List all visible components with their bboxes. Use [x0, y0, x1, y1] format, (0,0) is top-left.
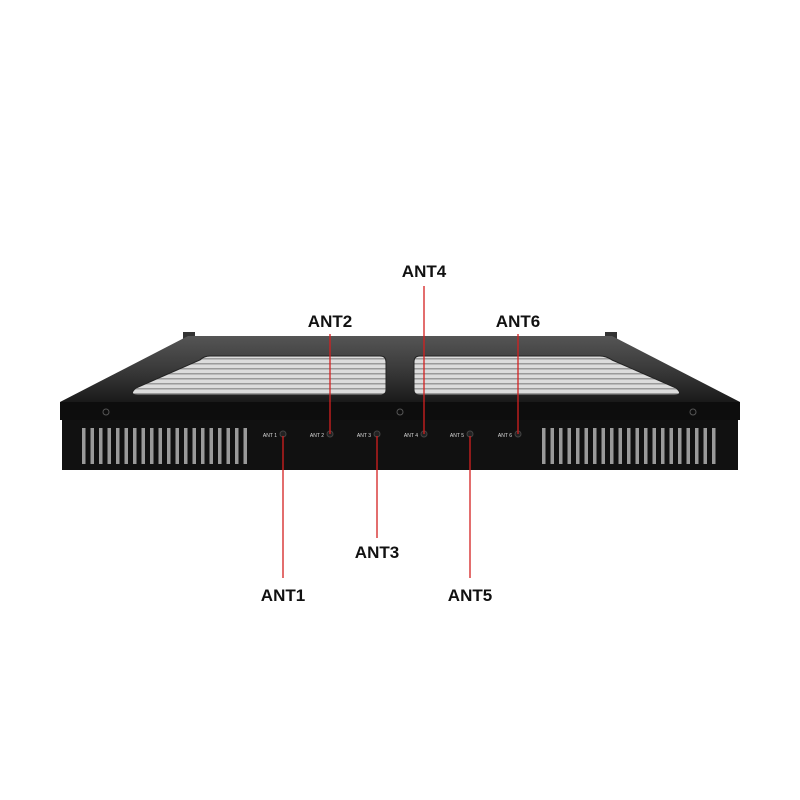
front-panel	[62, 420, 738, 470]
screw-icon	[689, 408, 697, 416]
vent-slot	[141, 428, 145, 464]
vent-slot	[695, 428, 699, 464]
heatsink-left	[132, 355, 387, 396]
vent-slot	[712, 428, 716, 464]
port-label: ANT 4	[404, 433, 418, 439]
vent-slot	[635, 428, 639, 464]
callout-ant1: ANT1	[260, 586, 306, 605]
vent-slot	[218, 428, 222, 464]
vent-slot	[601, 428, 605, 464]
vent-slot	[243, 428, 247, 464]
vent-slot	[116, 428, 120, 464]
vent-slot	[576, 428, 580, 464]
screw-icon	[396, 408, 404, 416]
callout-ant5: ANT5	[447, 586, 493, 605]
vent-slot	[184, 428, 188, 464]
vent-slots	[82, 428, 716, 464]
vent-slot	[567, 428, 571, 464]
callout-ant3: ANT3	[354, 543, 400, 562]
vent-slot	[661, 428, 665, 464]
vent-slot	[226, 428, 230, 464]
vent-slot	[593, 428, 597, 464]
callout-ant4: ANT4	[401, 262, 447, 281]
vent-slot	[686, 428, 690, 464]
leader-lines	[282, 286, 519, 578]
vent-slot	[209, 428, 213, 464]
screw-icon	[102, 408, 110, 416]
heatsink-right	[413, 355, 680, 396]
front-bezel	[60, 402, 740, 420]
vent-slot	[610, 428, 614, 464]
vent-slot	[627, 428, 631, 464]
vent-slot	[584, 428, 588, 464]
port-label: ANT 6	[498, 433, 512, 439]
vent-slot	[703, 428, 707, 464]
vent-slot	[124, 428, 128, 464]
vent-slot	[150, 428, 154, 464]
vent-slot	[644, 428, 648, 464]
vent-slot	[158, 428, 162, 464]
vent-slot	[175, 428, 179, 464]
port-label: ANT 5	[450, 433, 464, 439]
vent-slot	[669, 428, 673, 464]
vent-slot	[652, 428, 656, 464]
vent-slot	[192, 428, 196, 464]
vent-slot	[235, 428, 239, 464]
vent-slot	[542, 428, 546, 464]
vent-slot	[167, 428, 171, 464]
vent-slot	[90, 428, 94, 464]
vent-slot	[550, 428, 554, 464]
callout-ant6: ANT6	[495, 312, 541, 331]
vent-slot	[678, 428, 682, 464]
vent-slot	[201, 428, 205, 464]
port-label: ANT 3	[357, 433, 371, 439]
vent-slot	[82, 428, 86, 464]
callout-ant2: ANT2	[307, 312, 353, 331]
vent-slot	[559, 428, 563, 464]
vent-slot	[618, 428, 622, 464]
vent-slot	[133, 428, 137, 464]
vent-slot	[99, 428, 103, 464]
port-label: ANT 1	[263, 433, 277, 439]
port-label: ANT 2	[310, 433, 324, 439]
vent-slot	[107, 428, 111, 464]
